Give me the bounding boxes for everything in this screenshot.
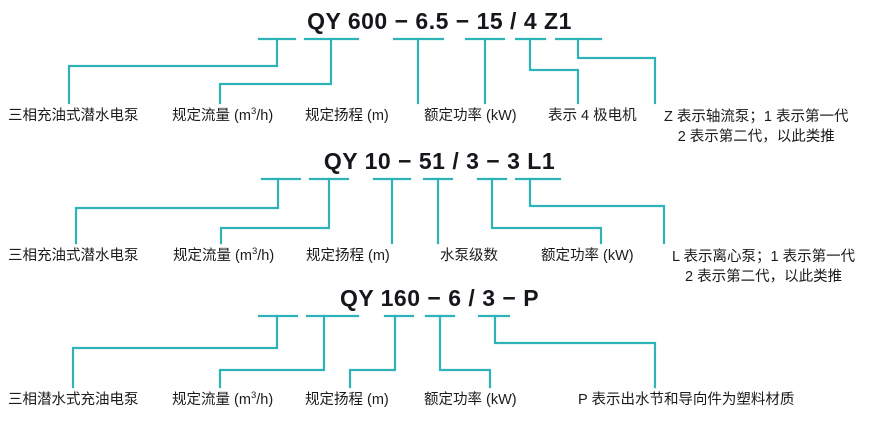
label-row-qy600: 三相充油式潜水电泵 规定流量 (m3/h) 规定扬程 (m) 额定功率 (kW)…	[0, 103, 879, 149]
leader-lines-qy600	[67, 37, 657, 105]
label-rated-flow: 规定流量 (m3/h)	[172, 106, 274, 124]
leader-2	[218, 314, 326, 389]
label-rated-power: 额定功率 (kW)	[424, 108, 517, 124]
label-rated-head: 规定扬程 (m)	[305, 392, 389, 408]
model-code-qy10: QY 10 − 51 / 3 − 3 L1	[323, 148, 556, 174]
label-row-qy10: 三相充油式潜水电泵 规定流量 (m3/h) 规定扬程 (m) 水泵级数 额定功率…	[0, 243, 879, 289]
leader-5	[493, 314, 657, 389]
leader-4	[438, 314, 492, 389]
label-rated-flow: 规定流量 (m3/h)	[173, 246, 275, 264]
leader-6	[576, 37, 657, 105]
label-rated-power: 额定功率 (kW)	[541, 248, 634, 264]
model-diagram-qy600: QY 600 − 6.5 − 15 / 4 Z1 三相充油式潜水电泵 规定流量 …	[0, 0, 879, 145]
model-code-qy600: QY 600 − 6.5 − 15 / 4 Z1	[307, 8, 572, 34]
leader-1	[71, 314, 279, 389]
leader-3	[348, 314, 397, 389]
model-diagram-qy10: QY 10 − 51 / 3 − 3 L1 三相充油式潜水电泵 规定流量 (m3…	[0, 140, 879, 285]
label-pump-type: 三相充油式潜水电泵	[8, 248, 139, 264]
label-pump-type: 三相充油式潜水电泵	[8, 108, 139, 124]
leader-5	[490, 177, 603, 245]
label-rated-head: 规定扬程 (m)	[306, 248, 390, 264]
label-rated-head: 规定扬程 (m)	[305, 108, 389, 124]
label-pump-type: 三相潜水式充油电泵	[8, 392, 139, 408]
label-rated-flow: 规定流量 (m3/h)	[172, 390, 274, 408]
leader-5	[528, 37, 580, 105]
label-series-code: L 表示离心泵；1 表示第一代 2 表示第二代，以此类推	[672, 249, 856, 285]
label-row-qy160: 三相潜水式充油电泵 规定流量 (m3/h) 规定扬程 (m) 额定功率 (kW)…	[0, 387, 879, 433]
leader-2	[218, 37, 333, 105]
model-code-qy160: QY 160 − 6 / 3 − P	[339, 285, 540, 311]
label-series-code: Z 表示轴流泵；1 表示第一代 2 表示第二代，以此类推	[664, 109, 849, 145]
leader-1	[67, 37, 279, 105]
leader-lines-qy10	[74, 177, 666, 245]
leader-6	[528, 177, 666, 245]
label-rated-power: 额定功率 (kW)	[424, 392, 517, 408]
label-pump-stages: 水泵级数	[440, 248, 498, 264]
model-diagram-qy160: QY 160 − 6 / 3 − P 三相潜水式充油电泵 规定流量 (m3/h)…	[0, 277, 879, 428]
leader-2	[219, 177, 331, 245]
leader-1	[74, 177, 280, 245]
leader-lines-qy160	[71, 314, 657, 389]
label-plastic-material: P 表示出水节和导向件为塑料材质	[578, 392, 795, 408]
label-motor-poles: 表示 4 极电机	[548, 108, 637, 124]
